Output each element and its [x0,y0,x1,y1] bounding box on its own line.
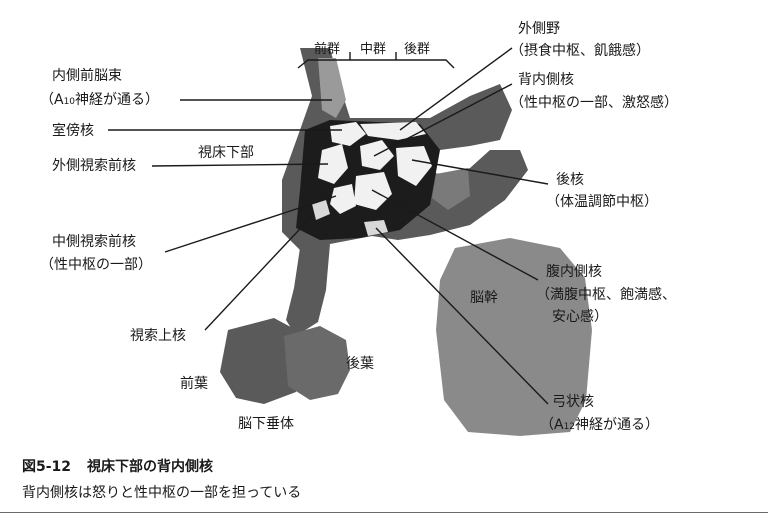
ventromedial-label: 腹内側核 [546,263,602,280]
lateral-area-note: （摂食中枢、飢餓感） [510,42,650,59]
group-posterior-label: 後群 [404,42,430,57]
arcuate-label: 弓状核 [552,394,594,410]
brainstem-label: 脳幹 [470,289,498,306]
posterior-nucleus-label: 後核 [556,172,584,188]
group-anterior-label: 前群 [314,41,340,57]
medial-preoptic-nucleus [330,184,356,214]
paraventricular-nucleus [330,122,366,146]
mammillary-region [432,168,470,210]
brainstem-shape [436,238,592,436]
mfb-note: （A10神経が通る） [40,92,159,108]
paraventricular-label: 室傍核 [52,122,94,139]
ventromedial-note-2: 安心感） [552,308,608,325]
leader-arcuate [375,227,549,405]
leader-lines [108,47,549,405]
mfb-label: 内側前脳束 [52,67,122,84]
posterior-lobe-label: 後葉 [346,356,374,372]
dorsomedial-label: 背内側核 [518,72,574,88]
pituitary-stalk [286,244,330,336]
posterior-nucleus [396,146,432,186]
leader-supraoptic [204,213,315,331]
arcuate-note: （A12神経が通る） [540,417,659,433]
posterior-nucleus-note: （体温調節中枢） [546,193,658,210]
bottom-rule [0,512,768,513]
leader-posterior [411,159,549,185]
pituitary-label: 脳下垂体 [238,416,294,432]
medial-preoptic-label: 中側視索前核 [52,233,136,250]
medial-preoptic-note: （性中枢の一部） [40,257,152,273]
group-middle-label: 中群 [360,42,386,57]
lateral-area-label: 外側野 [518,21,560,37]
posterior-lobe-shape [284,326,350,400]
figure-number: 図5-12 [22,459,72,475]
optic-chiasm [312,200,330,220]
dorsomedial-note: （性中枢の一部、激怒感） [510,94,678,111]
leader-medial-preoptic [164,195,337,253]
lateral-area [360,122,426,140]
leader-ventromedial [371,189,539,281]
medial-forebrain-bundle [318,58,346,118]
leader-dorsomedial [373,83,513,157]
lateral-preoptic-nucleus [318,144,348,184]
group-bracket [297,52,455,69]
figure-title: 視床下部の背内側核 [87,459,214,475]
figure-caption-subtitle: 背内側核は怒りと性中枢の一部を担っている [22,485,302,501]
lateral-preoptic-label: 外側視索前核 [52,157,136,174]
figure-caption-title: 図5-12 視床下部の背内側核 [22,456,213,476]
hypothalamus-label: 視床下部 [198,145,254,161]
leader-lateral-preoptic [151,163,329,167]
anterior-lobe-label: 前葉 [180,375,208,392]
supraoptic-label: 視索上核 [130,327,186,344]
leader-lateral-area [399,47,513,131]
ventromedial-note-1: （満腹中枢、飽満感、 [536,286,676,303]
